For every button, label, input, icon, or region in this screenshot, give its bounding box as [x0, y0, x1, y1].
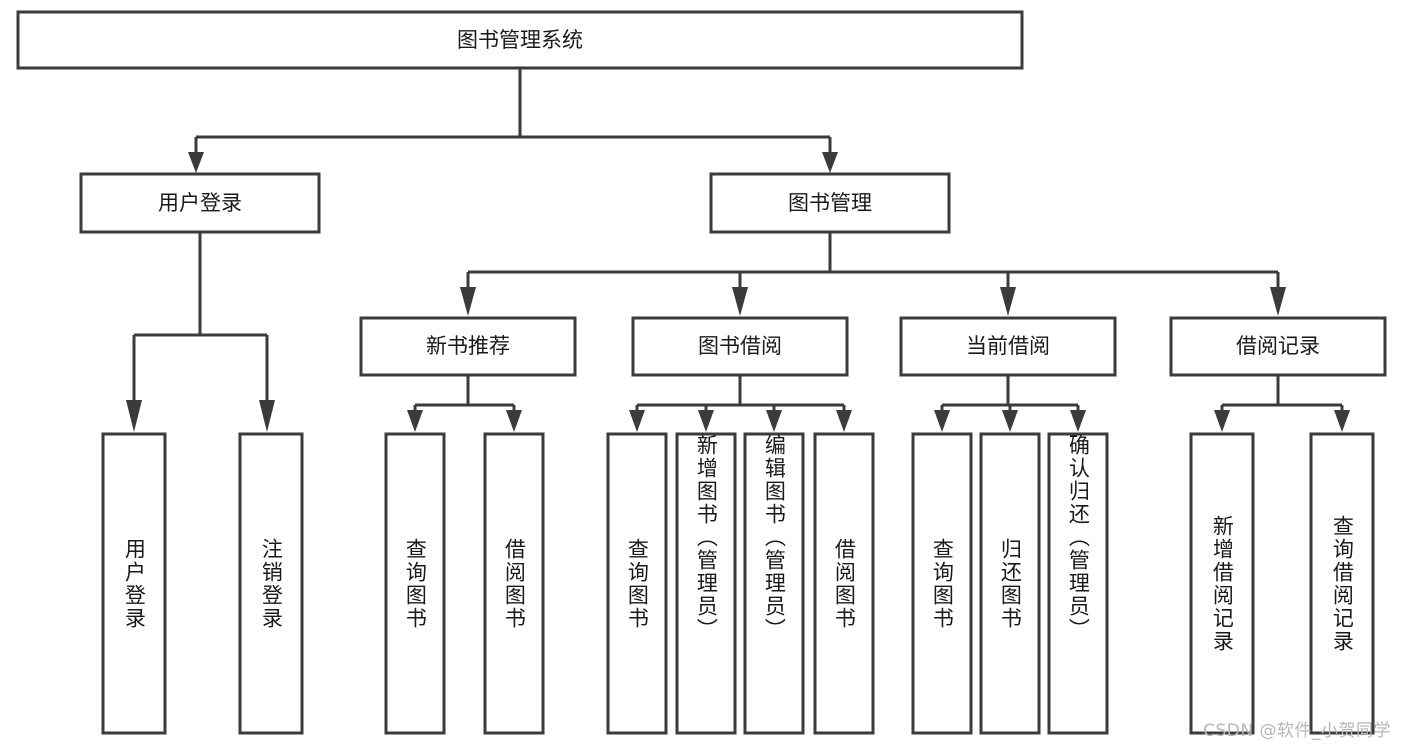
node-current-borrow[interactable]: 当前借阅 — [899, 316, 1117, 377]
arrow-head-leaf-user-login — [126, 400, 142, 432]
node-root[interactable]: 图书管理系统 — [16, 10, 1024, 70]
arrow-head-leaf-borrow-book-2 — [836, 410, 852, 432]
leaf-box-user-logout[interactable] — [238, 432, 304, 735]
node-root-label: 图书管理系统 — [457, 28, 583, 52]
arrow-head-book-borrow — [732, 287, 748, 316]
node-book-borrow-box[interactable] — [631, 316, 849, 377]
arrow-head-leaf-add-record — [1214, 410, 1230, 432]
arrow-head-leaf-add-book — [698, 410, 714, 432]
leaf-box-query-book-2[interactable] — [606, 432, 668, 735]
arrow-head-leaf-query-book-1 — [407, 410, 423, 432]
leaf-box-query-book-3[interactable] — [911, 432, 973, 735]
node-book-management-box[interactable] — [709, 172, 951, 234]
node-new-book-recommend-box[interactable] — [359, 316, 577, 377]
node-borrow-record-label: 借阅记录 — [1236, 334, 1320, 358]
node-borrow-record[interactable]: 借阅记录 — [1169, 316, 1387, 377]
leaf-box-user-login[interactable] — [101, 432, 167, 735]
connector-layer — [126, 68, 1350, 432]
node-current-borrow-label: 当前借阅 — [966, 334, 1050, 358]
leaf-box-layer — [101, 432, 1375, 735]
leaf-box-edit-book[interactable] — [743, 432, 805, 735]
node-current-borrow-box[interactable] — [899, 316, 1117, 377]
node-root-box[interactable] — [16, 10, 1024, 70]
arrow-head-leaf-query-book-2 — [629, 410, 645, 432]
arrow-head-leaf-user-logout — [259, 400, 275, 432]
arrow-head-leaf-confirm-return — [1070, 410, 1086, 432]
node-user-login-label: 用户登录 — [158, 191, 242, 215]
arrow-head-leaf-edit-book — [766, 410, 782, 432]
node-borrow-record-box[interactable] — [1169, 316, 1387, 377]
arrow-head-book-management — [822, 152, 838, 173]
arrow-head-user-login — [188, 152, 204, 173]
node-book-borrow[interactable]: 图书借阅 — [631, 316, 849, 377]
leaf-box-add-record[interactable] — [1189, 432, 1255, 735]
leaf-box-query-book-1[interactable] — [384, 432, 446, 735]
leaf-box-query-record[interactable] — [1309, 432, 1375, 735]
leaf-box-confirm-return[interactable] — [1047, 432, 1109, 735]
node-new-book-recommend[interactable]: 新书推荐 — [359, 316, 577, 377]
node-user-login[interactable]: 用户登录 — [79, 172, 321, 234]
arrow-head-leaf-query-record — [1334, 410, 1350, 432]
node-book-management[interactable]: 图书管理 — [709, 172, 951, 234]
node-new-book-recommend-label: 新书推荐 — [426, 334, 510, 358]
node-book-borrow-label: 图书借阅 — [698, 334, 782, 358]
node-user-login-box[interactable] — [79, 172, 321, 234]
arrow-head-leaf-query-book-3 — [934, 410, 950, 432]
leaf-box-borrow-book-2[interactable] — [813, 432, 875, 735]
csdn-watermark: CSDN @软件_小贺同学 — [1203, 721, 1391, 741]
arrow-head-current-borrow — [1000, 287, 1016, 316]
arrow-head-leaf-return-book — [1002, 410, 1018, 432]
leaf-box-return-book[interactable] — [979, 432, 1041, 735]
leaf-box-add-book[interactable] — [675, 432, 737, 735]
arrow-head-borrow-record — [1270, 287, 1286, 316]
arrow-head-leaf-borrow-book-1 — [506, 410, 522, 432]
leaf-box-borrow-book-1[interactable] — [483, 432, 545, 735]
node-book-management-label: 图书管理 — [788, 191, 872, 215]
arrow-head-new-book-recommend — [460, 287, 476, 316]
